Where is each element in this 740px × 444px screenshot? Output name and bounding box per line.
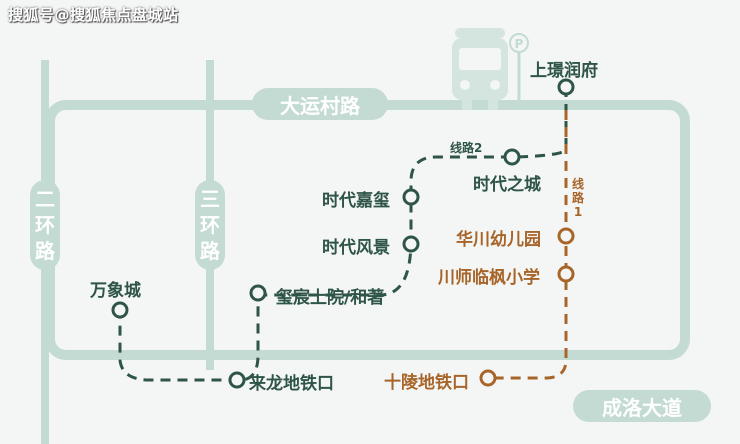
bus-icon (452, 28, 508, 110)
marker-xichenshangyuan (249, 284, 267, 302)
road-label-dayuncun: 大运村路 (252, 88, 388, 120)
road-label-third-ring: 三 环 路 (195, 184, 225, 266)
marker-huachuanyoueryuan (557, 227, 575, 245)
marker-wanxiangcheng (111, 301, 129, 319)
watermark: 搜狐号@搜狐焦点盘城站 (8, 6, 179, 24)
parking-icon: P (509, 33, 529, 100)
marker-shanghuanrunfu (557, 78, 575, 96)
marker-chuanshilinfeng (557, 265, 575, 283)
marker-shidaijiaxi (402, 188, 420, 206)
third-ring-char-1: 三 (200, 187, 220, 211)
station-xichenshangyuan: 玺宸上院/和著 (276, 288, 385, 308)
route2-line (118, 87, 568, 382)
station-shidaifengjing: 时代风景 (322, 238, 390, 258)
station-wanxiangcheng: 万象城 (90, 281, 141, 301)
station-shidaizhicheng: 时代之城 (473, 175, 541, 195)
road-label-second-ring: 二 环 路 (30, 184, 60, 266)
route2-label: 线路2 (450, 141, 483, 155)
third-ring-pill (195, 180, 225, 270)
road-label-chengluo: 成洛大道 (573, 390, 711, 422)
station-chuanshilinfeng: 川师临枫小学 (438, 268, 540, 288)
third-ring-char-2: 环 (200, 213, 220, 237)
route1-line (490, 110, 568, 380)
station-shanghuanrunfu: 上璟润府 (530, 61, 598, 81)
third-ring-char-3: 路 (200, 239, 220, 263)
marker-lailongditiekou (228, 371, 246, 389)
station-shilingditiekou: 十陵地铁口 (384, 373, 469, 393)
route1-label: 线 路 1 (571, 177, 585, 219)
second-ring-char-3: 路 (35, 239, 55, 263)
second-ring-pill (30, 180, 60, 270)
marker-shidaifengjing (402, 235, 420, 253)
route1-char-2: 路 (571, 191, 584, 205)
second-ring-char-1: 二 (35, 187, 55, 211)
ring-road-rect (45, 100, 690, 360)
marker-shidaizhicheng (503, 148, 521, 166)
second-ring-char-2: 环 (35, 213, 55, 237)
svg-text:P: P (515, 37, 524, 51)
station-markers (111, 78, 575, 389)
station-lailongditiekou: 来龙地铁口 (249, 374, 334, 394)
station-shidaijiaxi: 时代嘉玺 (322, 191, 390, 211)
route1-char-3: 1 (573, 205, 583, 219)
route1-char-1: 线 (571, 177, 584, 191)
station-huachuanyoueryuan: 华川幼儿园 (456, 230, 541, 250)
marker-shilingditiekou (479, 369, 497, 387)
